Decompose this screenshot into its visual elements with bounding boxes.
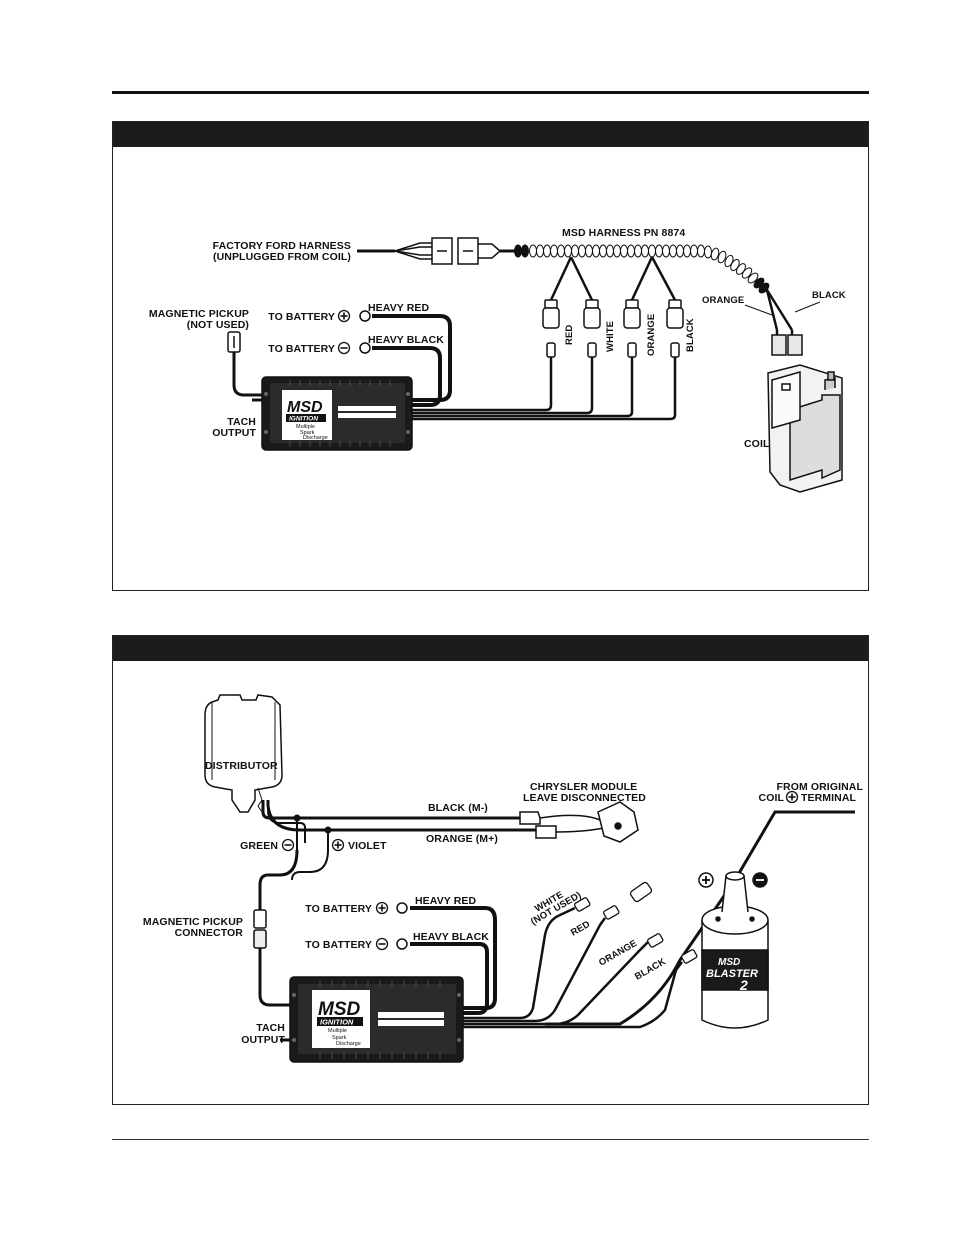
black-m-label: BLACK (M-) [428,802,488,814]
green-label: GREEN [240,840,278,852]
msd-harness-label: MSD HARNESS PN 8874 [562,227,685,239]
to-battery-neg-label: TO BATTERY [268,343,335,355]
heavy-black-label-2: HEAVY BLACK [413,931,489,943]
footer-rule [112,1139,869,1140]
magnetic-pickup-connector-label-1: MAGNETIC PICKUP [143,916,243,928]
coil-label-2: COIL [759,792,785,804]
factory-harness [357,237,515,265]
heavy-black-label: HEAVY BLACK [368,334,444,346]
magnetic-pickup-label-1: MAGNETIC PICKUP [149,308,249,320]
coil-label: COIL [744,438,770,450]
wire-red-label: RED [564,325,575,345]
coil-wires [463,810,855,1029]
factory-harness-label-2: (UNPLUGGED FROM COIL) [213,251,351,263]
tach-output-label-2: OUTPUT [212,427,256,439]
chrysler-module [519,801,639,843]
coil-assembly [767,330,843,493]
to-battery-pos-label: TO BATTERY [268,311,335,323]
tach-output-label-2-1: TACH [256,1022,285,1034]
coil-wire-connectors [574,881,698,964]
box2-desc-1: Multiple [328,1028,347,1034]
box-desc-3: Discharge [303,435,328,441]
diagram-chrysler: MSD BLASTER 2 MSD IGNITION Multiple Spar [143,694,864,1063]
red-label-2: RED [569,919,592,939]
ford-wiring-panel [112,121,869,591]
black-leader [794,301,821,313]
tach-output-label-2-2: OUTPUT [241,1034,285,1046]
msd-ignition-box: MSD IGNITION Multiple Spark Discharge [261,376,413,451]
panel-header-bar [113,636,868,661]
wire-black-label: BLACK [685,318,696,352]
coil-logo-2: 2 [739,977,748,993]
magnetic-pickup-label-2: (NOT USED) [187,319,249,331]
magnetic-pickup-connector-label-2: CONNECTOR [175,927,244,939]
battery-wires [337,309,452,407]
chrysler-module-label-2: LEAVE DISCONNECTED [523,792,646,804]
blaster-coil: MSD BLASTER 2 [698,871,769,1029]
pickup-wires [258,849,329,1042]
terminal-label: TERMINAL [801,792,857,804]
box2-logo-msd: MSD [318,999,361,1020]
battery-wires-2 [375,901,497,1015]
harness-connectors [542,299,684,358]
pickup-connector [253,909,267,949]
distributor [204,694,283,813]
msd-ignition-box-2: MSD IGNITION Multiple Spark Discharge [289,976,464,1063]
box-desc-1: Multiple [296,424,315,430]
black-label: BLACK [812,290,846,301]
box2-desc-2: Spark [332,1035,347,1041]
distributor-label: DISTRIBUTOR [205,760,278,772]
orange-label-2: ORANGE [597,938,639,969]
orange-label: ORANGE [702,295,744,306]
wire-orange-label: ORANGE [646,314,657,356]
heavy-red-label: HEAVY RED [368,302,430,314]
to-battery-neg-label-2: TO BATTERY [305,939,372,951]
box-logo-ignition: IGNITION [289,416,318,423]
harness-branches [549,256,794,331]
coil-logo-blaster: BLASTER [706,968,758,980]
panel-header-bar [113,122,868,147]
heavy-red-label-2: HEAVY RED [415,895,477,907]
coil-logo-msd: MSD [718,957,740,968]
orange-m-label: ORANGE (M+) [426,833,498,845]
box2-desc-3: Discharge [336,1041,361,1047]
box-output-wires [412,357,677,421]
diagram-ford: MSD IGNITION Multiple Spark Discharge FA… [149,227,846,493]
violet-label: VIOLET [348,840,387,852]
header-rule [112,91,869,94]
box-desc-2: Spark [300,430,315,436]
module-wires [261,800,540,850]
orange-leader [744,304,773,316]
msd-harness-loom [514,244,770,294]
box2-logo-ignition: IGNITION [320,1018,354,1027]
magnetic-pickup-connector [227,331,262,397]
black-label-2: BLACK [633,956,668,982]
wire-white-label: WHITE [605,321,616,352]
to-battery-pos-label-2: TO BATTERY [305,903,372,915]
factory-harness-label-1: FACTORY FORD HARNESS [213,240,351,252]
chrysler-module-label-1: CHRYSLER MODULE [530,781,637,793]
tach-output-label-1: TACH [227,416,256,428]
box-logo-msd: MSD [287,399,323,416]
from-original-label: FROM ORIGINAL [777,781,864,793]
